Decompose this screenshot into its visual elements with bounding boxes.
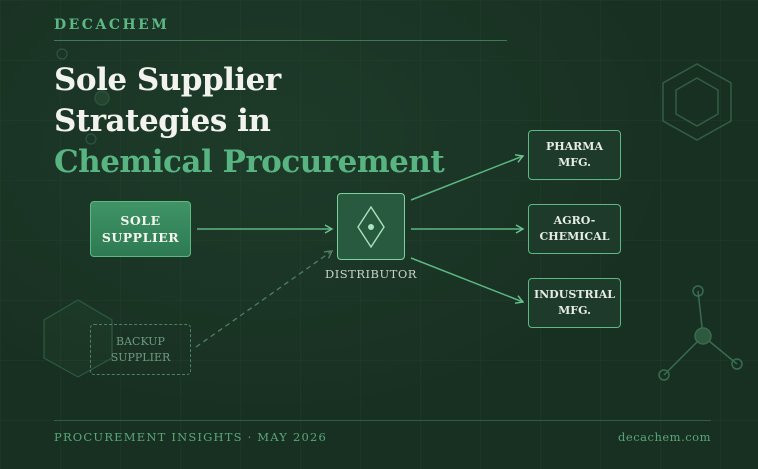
distributor-label: DISTRIBUTOR [325, 267, 417, 281]
backup-supplier-node: BACKUP SUPPLIER [90, 324, 191, 375]
output-line-1: INDUSTRIAL [533, 287, 616, 301]
hexagon-outer-icon [662, 63, 732, 141]
hexagon-faint-icon [43, 299, 113, 378]
footer-caption: PROCUREMENT INSIGHTS · MAY 2026 [54, 430, 328, 444]
arrow-distributor-to-industrial [410, 257, 525, 304]
output-node-industrial: INDUSTRIAL MFG. [528, 278, 621, 328]
page-title: Sole Supplier Strategies in Chemical Pro… [54, 60, 445, 183]
backup-supplier-line-2: SUPPLIER [110, 350, 171, 364]
title-line-1: Sole Supplier [54, 62, 281, 98]
atom-dots-icon [56, 48, 110, 145]
backup-supplier-line-1: BACKUP [116, 334, 165, 348]
footer-website: decachem.com [618, 430, 711, 444]
title-line-2: Strategies in [54, 103, 271, 139]
sole-supplier-line-2: SUPPLIER [101, 230, 180, 245]
output-node-pharma: PHARMA MFG. [528, 130, 621, 180]
sole-supplier-line-1: SOLE [120, 213, 161, 228]
output-line-1: AGRO- [553, 213, 596, 227]
title-line-3: Chemical Procurement [54, 144, 445, 180]
output-line-1: PHARMA [545, 139, 604, 153]
arrow-backup-to-distributor [195, 250, 334, 348]
brand-divider [54, 40, 507, 41]
output-node-agrochemical: AGRO- CHEMICAL [528, 204, 621, 254]
sole-supplier-node: SOLE SUPPLIER [90, 201, 191, 257]
diamond-icon [357, 205, 385, 248]
output-line-2: MFG. [558, 156, 591, 169]
footer-divider [54, 420, 711, 421]
output-line-2: MFG. [558, 304, 591, 317]
distributor-node [337, 193, 405, 260]
brand-logo: DECACHEM [54, 17, 170, 33]
arrow-distributor-to-pharma [410, 154, 525, 201]
molecule-icon [658, 285, 743, 381]
output-line-2: CHEMICAL [539, 230, 610, 243]
hexagon-inner-icon [675, 77, 719, 127]
